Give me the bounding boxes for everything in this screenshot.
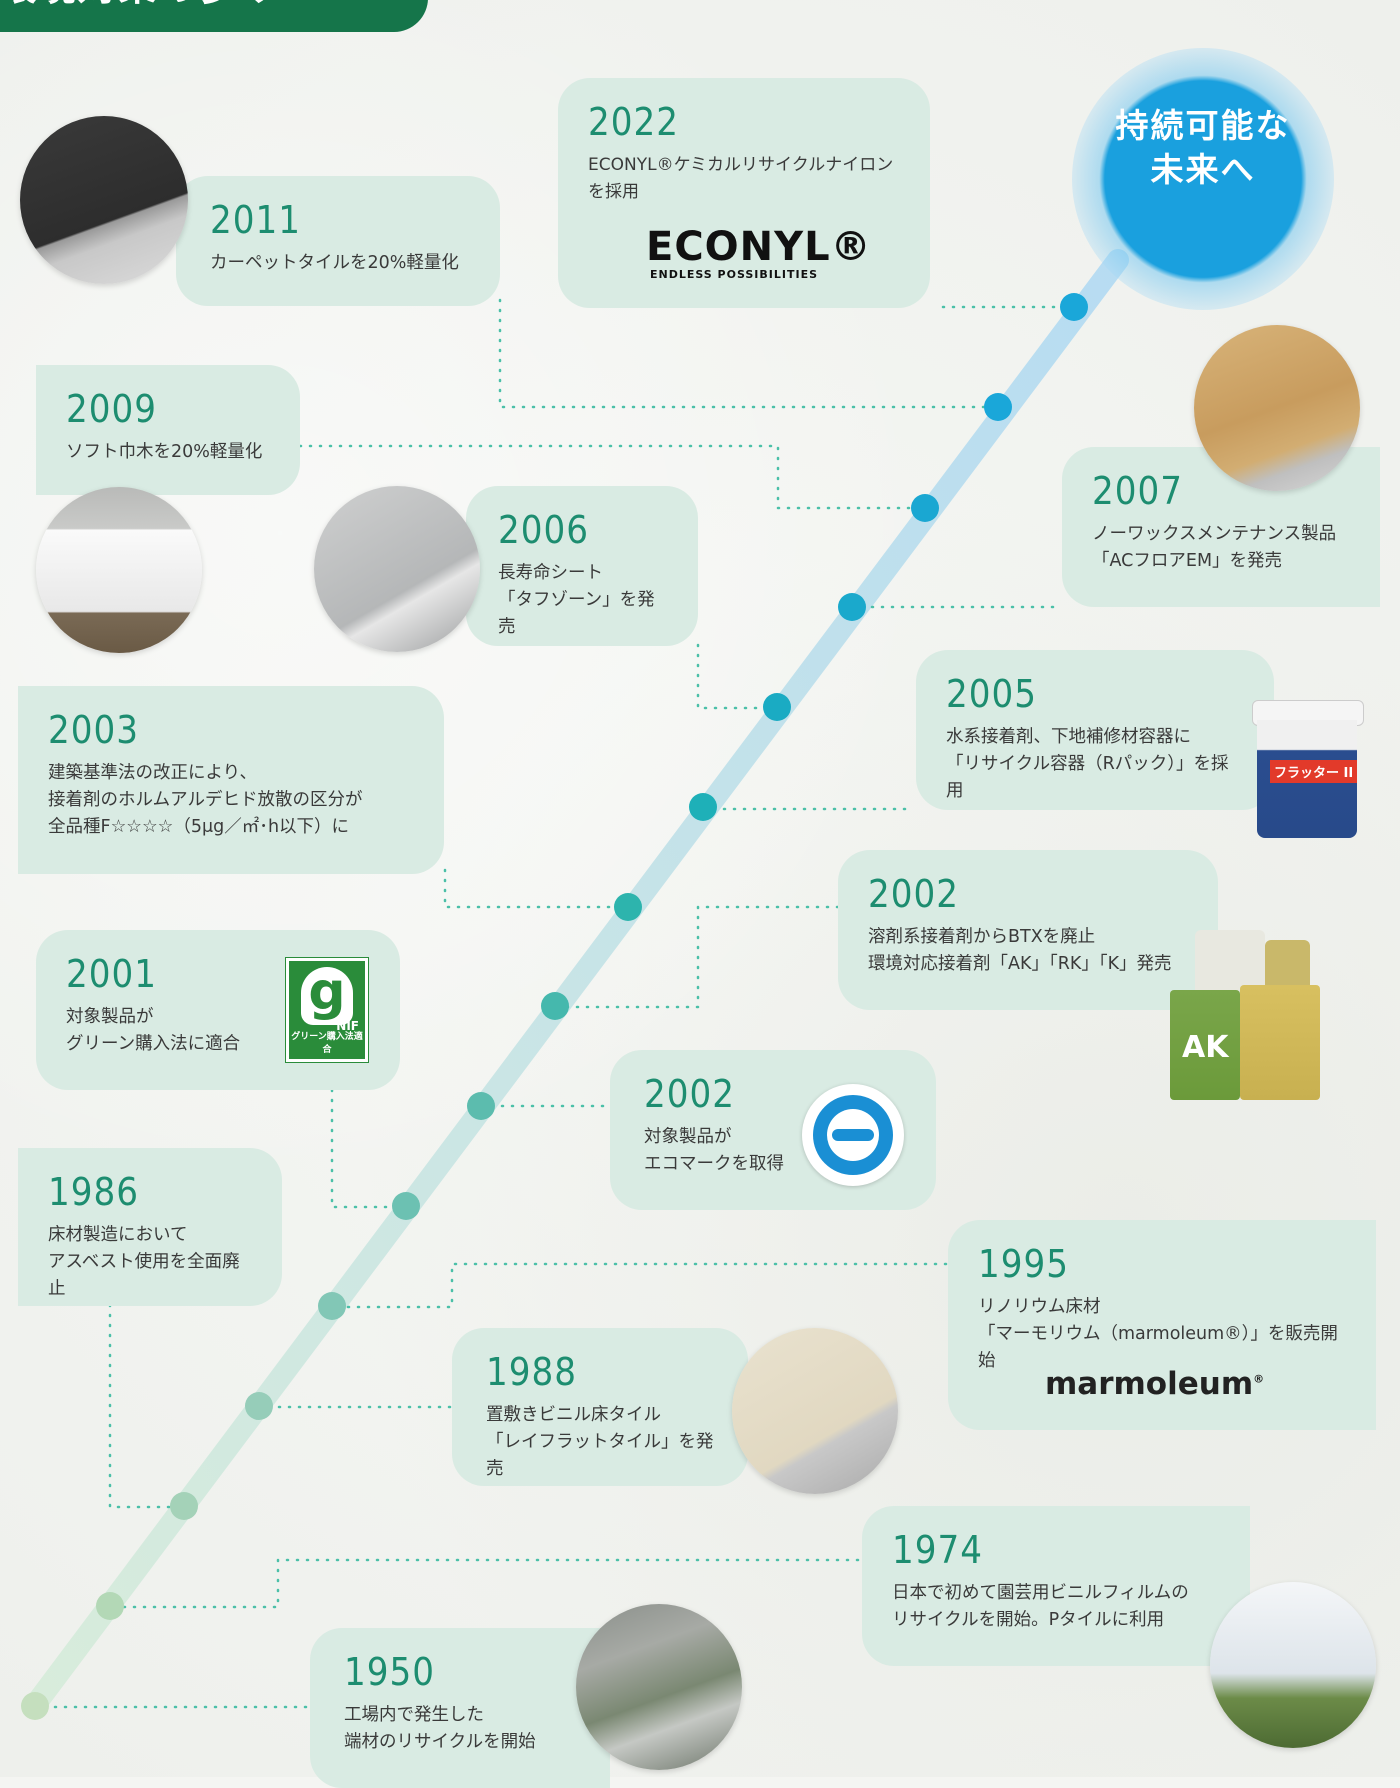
dot-1974 xyxy=(96,1592,124,1620)
econyl-logo: ECONYL® ENDLESS POSSIBILITIES xyxy=(646,224,872,286)
skirting-photo xyxy=(36,487,202,653)
card-1950: 1950 工場内で発生した 端材のリサイクルを開始 xyxy=(310,1628,610,1788)
dot-2002b xyxy=(392,1192,420,1220)
description: リノリウム床材 「マーモリウム（marmoleum®）」を販売開始 xyxy=(978,1297,1338,1371)
year-label: 2002 xyxy=(644,1072,735,1116)
year-label: 2007 xyxy=(1092,469,1183,513)
description: 溶剤系接着剤からBTXを廃止 環境対応接着剤「AK」「RK」「K」発売 xyxy=(868,927,1172,974)
ecomark-logo xyxy=(802,1084,904,1186)
future-label: 持続可能な 未来へ xyxy=(1072,104,1334,192)
green-purchasing-mark: g NIF グリーン購入法適合 xyxy=(286,958,368,1062)
connector-1995 xyxy=(331,1262,948,1309)
dot-2022 xyxy=(1060,293,1088,321)
year-label: 2011 xyxy=(210,198,301,242)
dot-1950 xyxy=(21,1692,49,1720)
connector-1986 xyxy=(108,1273,186,1509)
year-label: 2009 xyxy=(66,387,157,431)
greenhouse-photo xyxy=(1210,1582,1376,1748)
year-label: 2005 xyxy=(946,672,1037,716)
connector-2011 xyxy=(498,298,1000,409)
future-line2: 未来へ xyxy=(1150,150,1256,189)
year-label: 2003 xyxy=(48,708,139,752)
dot-2002a xyxy=(541,992,569,1020)
timeline-axis xyxy=(24,249,1129,1716)
year-label: 2022 xyxy=(588,100,679,144)
adhesive-bucket-image: フラッター II xyxy=(1252,700,1364,840)
year-label: 1974 xyxy=(892,1528,983,1572)
carpet-tile-photo xyxy=(20,116,188,284)
card-1986: 1986 床材製造において アスベスト使用を全面廃止 xyxy=(18,1148,282,1306)
green-mark-letter: g xyxy=(301,966,353,1025)
description: 対象製品が エコマークを取得 xyxy=(644,1127,784,1174)
card-2002-btx: 2002 溶剤系接着剤からBTXを廃止 環境対応接着剤「AK」「RK」「K」発売 xyxy=(838,850,1218,1010)
card-1974: 1974 日本で初めて園芸用ビニルフィルムの リサイクルを開始。Pタイルに利用 xyxy=(862,1506,1250,1666)
description: 置敷きビニル床タイル 「レイフラットタイル」を発売 xyxy=(486,1405,714,1479)
dot-2005 xyxy=(689,793,717,821)
green-mark-label: グリーン購入法適合 xyxy=(291,1032,363,1055)
connector-2002a xyxy=(554,905,840,1009)
dot-1986 xyxy=(318,1292,346,1320)
card-2007: 2007 ノーワックスメンテナンス製品 「ACフロアEM」を発売 xyxy=(1062,447,1380,607)
card-2003: 2003 建築基準法の改正により、 接着剤のホルムアルデヒド放散の区分が 全品種… xyxy=(18,686,444,874)
card-2022: 2022 ECONYL®ケミカルリサイクルナイロン を採用 xyxy=(558,78,930,308)
description: 対象製品が グリーン購入法に適合 xyxy=(66,1007,241,1054)
year-label: 1988 xyxy=(486,1350,577,1394)
description: ノーワックスメンテナンス製品 「ACフロアEM」を発売 xyxy=(1092,524,1337,571)
connector-2001 xyxy=(330,1088,408,1209)
econyl-logo-tagline: ENDLESS POSSIBILITIES xyxy=(649,268,819,281)
year-label: 2006 xyxy=(498,508,589,552)
description: 工場内で発生した 端材のリサイクルを開始 xyxy=(344,1705,536,1752)
dot-2011 xyxy=(984,393,1012,421)
future-line1: 持続可能な xyxy=(1115,106,1291,145)
factory-aerial-photo xyxy=(576,1604,742,1770)
dot-2006 xyxy=(763,693,791,721)
card-1995: 1995 リノリウム床材 「マーモリウム（marmoleum®）」を販売開始 xyxy=(948,1220,1376,1430)
dot-2007 xyxy=(838,593,866,621)
bucket-label: フラッター II xyxy=(1270,760,1358,783)
card-1988: 1988 置敷きビニル床タイル 「レイフラットタイル」を発売 xyxy=(452,1328,748,1486)
description: 建築基準法の改正により、 接着剤のホルムアルデヒド放散の区分が 全品種F☆☆☆☆… xyxy=(48,763,363,837)
page-title-tab: 環境対策の歩み xyxy=(0,0,428,32)
future-circle xyxy=(1072,48,1334,310)
description: ソフト巾木を20%軽量化 xyxy=(66,442,263,462)
year-label: 1995 xyxy=(978,1242,1069,1286)
page-title: 環境対策の歩み xyxy=(0,0,278,9)
dot-1995 xyxy=(245,1392,273,1420)
description: カーペットタイルを20%軽量化 xyxy=(210,253,459,273)
sheet-flooring-photo xyxy=(314,486,480,652)
dot-1988 xyxy=(170,1492,198,1520)
card-2006: 2006 長寿命シート 「タフゾーン」を発売 xyxy=(466,486,698,646)
connector-2009 xyxy=(298,444,927,510)
description: 水系接着剤、下地補修材容器に 「リサイクル容器（Rパック）」を採用 xyxy=(946,727,1229,801)
cans-label: AK xyxy=(1182,1030,1229,1065)
card-2009: 2009 ソフト巾木を20%軽量化 xyxy=(36,365,300,495)
green-mark-nif: NIF xyxy=(336,1019,359,1033)
wood-floor-photo xyxy=(1194,325,1360,491)
description: ECONYL®ケミカルリサイクルナイロン を採用 xyxy=(588,155,894,202)
description: 床材製造において アスベスト使用を全面廃止 xyxy=(48,1225,240,1299)
connector-2003 xyxy=(443,868,626,909)
connector-lines xyxy=(33,298,1076,1709)
year-label: 2001 xyxy=(66,952,157,996)
dot-2009 xyxy=(911,494,939,522)
connector-1974 xyxy=(108,1558,860,1609)
year-label: 2002 xyxy=(868,872,959,916)
timeline-dots xyxy=(21,293,1088,1720)
card-2011: 2011 カーペットタイルを20%軽量化 xyxy=(176,176,500,306)
marmoleum-logo: marmoleum® xyxy=(1045,1366,1265,1402)
adhesive-cans-image: AK xyxy=(1170,930,1320,1100)
year-label: 1986 xyxy=(48,1170,139,1214)
connector-2006 xyxy=(696,643,777,710)
description: 日本で初めて園芸用ビニルフィルムの リサイクルを開始。Pタイルに利用 xyxy=(892,1583,1189,1630)
description: 長寿命シート 「タフゾーン」を発売 xyxy=(498,563,655,637)
card-2005: 2005 水系接着剤、下地補修材容器に 「リサイクル容器（Rパック）」を採用 xyxy=(916,650,1274,810)
dot-2001 xyxy=(467,1092,495,1120)
vinyl-tile-photo xyxy=(732,1328,898,1494)
year-label: 1950 xyxy=(344,1650,435,1694)
marmoleum-logo-text: marmoleum xyxy=(1045,1366,1254,1402)
dot-2003 xyxy=(614,893,642,921)
econyl-logo-text: ECONYL® xyxy=(646,224,872,270)
